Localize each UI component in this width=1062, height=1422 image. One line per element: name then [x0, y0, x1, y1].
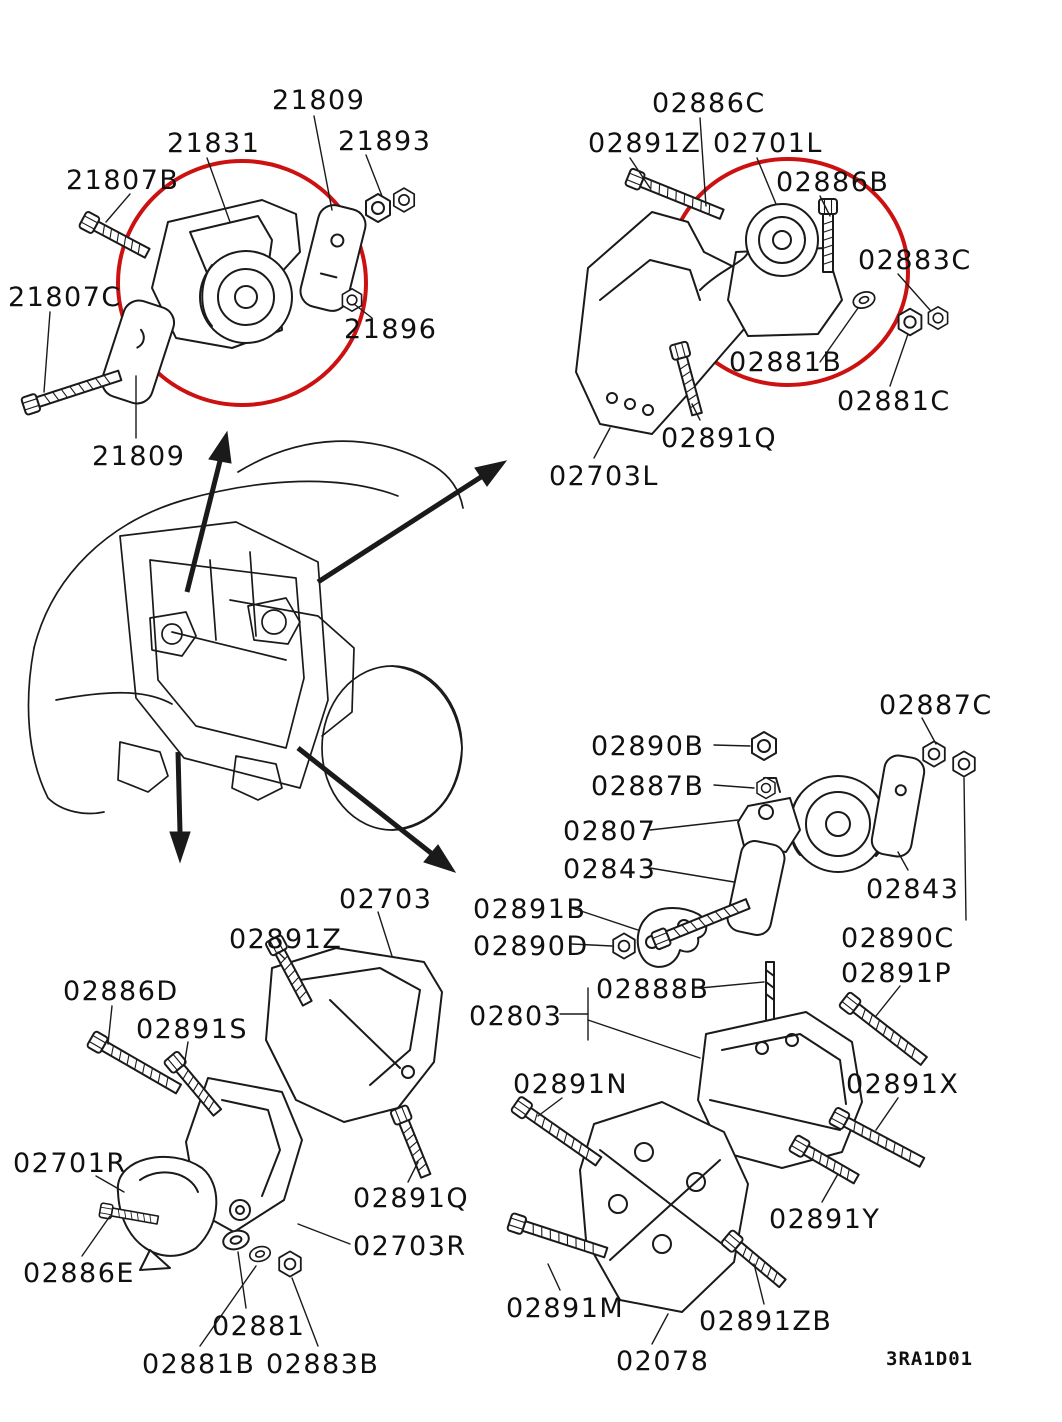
nut-02887c-a: [922, 740, 946, 768]
washer-02881: [220, 1226, 252, 1254]
part-label: 02881B: [142, 1349, 256, 1380]
plate-02843-right: [870, 754, 926, 858]
part-label: 02887C: [879, 690, 993, 721]
plate-21809-top: [299, 204, 367, 312]
part-label: 21831: [167, 128, 261, 159]
part-label: 02891X: [846, 1069, 960, 1100]
part-label: 02891M: [506, 1293, 625, 1324]
part-label: 02843: [866, 874, 960, 905]
leader-lines: [43, 115, 967, 1347]
nut-02890c: [952, 750, 976, 778]
part-label: 02803: [469, 1001, 563, 1032]
part-label: 21807B: [66, 165, 180, 196]
callout-arrows: [169, 430, 508, 873]
plate-02843-left: [726, 840, 786, 936]
bracket-02078: [579, 1101, 749, 1313]
part-label: 02883B: [266, 1349, 380, 1380]
part-label: 02891N: [513, 1069, 629, 1100]
part-label: 02881B: [729, 347, 843, 378]
assembly-top-left-21831: [19, 187, 416, 417]
part-label: 02881: [212, 1311, 306, 1342]
mount-bushing-02843: [789, 775, 887, 873]
bolt-02891z-top: [623, 167, 727, 224]
part-label: 21807C: [8, 282, 122, 313]
part-label: 02843: [563, 854, 657, 885]
diagram-code: 3RA1D01: [886, 1348, 974, 1370]
part-label: 02881C: [837, 386, 951, 417]
part-label: 21809: [272, 85, 366, 116]
red-highlight-circle-left: [116, 159, 368, 407]
part-label: 02883C: [858, 245, 972, 276]
bracket-02807: [737, 797, 801, 853]
part-label: 02890C: [841, 923, 955, 954]
part-label: 02891Z: [588, 128, 702, 159]
arrow-to-bottom-right-assembly: [296, 746, 457, 873]
part-label: 02701L: [713, 128, 823, 159]
bracket-02703: [265, 947, 443, 1123]
part-label: 02891Y: [769, 1204, 881, 1235]
nut-02883b: [278, 1250, 302, 1278]
part-label: 21809: [92, 441, 186, 472]
assembly-bottom-right-02803-02078: [505, 990, 931, 1313]
arrow-to-top-right-assembly: [316, 460, 508, 585]
nut-21893-a: [365, 193, 391, 223]
washer-02881b-bottom: [247, 1243, 273, 1265]
part-label: 02891Q: [353, 1183, 470, 1214]
part-label: 02891P: [841, 958, 953, 989]
assembly-top-right-02701l: [575, 167, 949, 435]
nut-21893-b: [392, 187, 416, 213]
part-label: 02887B: [591, 771, 705, 802]
nut-02890b: [751, 731, 777, 761]
bolt-02891n: [509, 1095, 605, 1170]
part-label: 21896: [344, 314, 438, 345]
bracket-02803: [697, 1011, 863, 1169]
assembly-bottom-left-02701r: [85, 933, 443, 1278]
nut-02890d: [612, 932, 636, 960]
nut-02883c: [927, 305, 949, 331]
part-label: 02886C: [652, 88, 766, 119]
mount-bushing-21831: [199, 250, 293, 344]
bracket-02703l: [575, 211, 753, 435]
part-label: 02891Z: [229, 924, 343, 955]
assembly-mid-right-02807: [612, 731, 976, 1043]
nut-02887b: [756, 776, 776, 800]
part-label: 02807: [563, 816, 657, 847]
part-label: 02891S: [136, 1014, 249, 1045]
part-label: 02891Q: [661, 423, 778, 454]
part-label: 02886D: [63, 976, 179, 1007]
part-label: 02703R: [353, 1231, 467, 1262]
part-label: 21893: [338, 126, 432, 157]
part-label: 02886E: [23, 1258, 135, 1289]
part-label: 02703: [339, 884, 433, 915]
part-label: 02886B: [776, 167, 890, 198]
part-label: 02703L: [549, 461, 659, 492]
nut-02881c: [897, 307, 923, 337]
part-label: 02701R: [13, 1148, 127, 1179]
bolt-02891q-bottom: [389, 1103, 436, 1181]
part-label: 02890B: [591, 731, 705, 762]
plate-21809-bottom: [100, 299, 176, 405]
part-label: 02888B: [596, 974, 710, 1005]
washer-02881b-top: [850, 288, 878, 312]
arrow-to-bottom-left-assembly: [169, 751, 191, 864]
part-label: 02891ZB: [699, 1306, 833, 1337]
vehicle-engine-bay-drawing: [27, 440, 464, 831]
part-label: 02891B: [473, 894, 587, 925]
part-label: 02078: [616, 1346, 710, 1377]
bolt-21807b: [77, 210, 153, 263]
arrow-to-top-left-assembly: [184, 430, 232, 593]
part-label: 02890D: [473, 931, 589, 962]
